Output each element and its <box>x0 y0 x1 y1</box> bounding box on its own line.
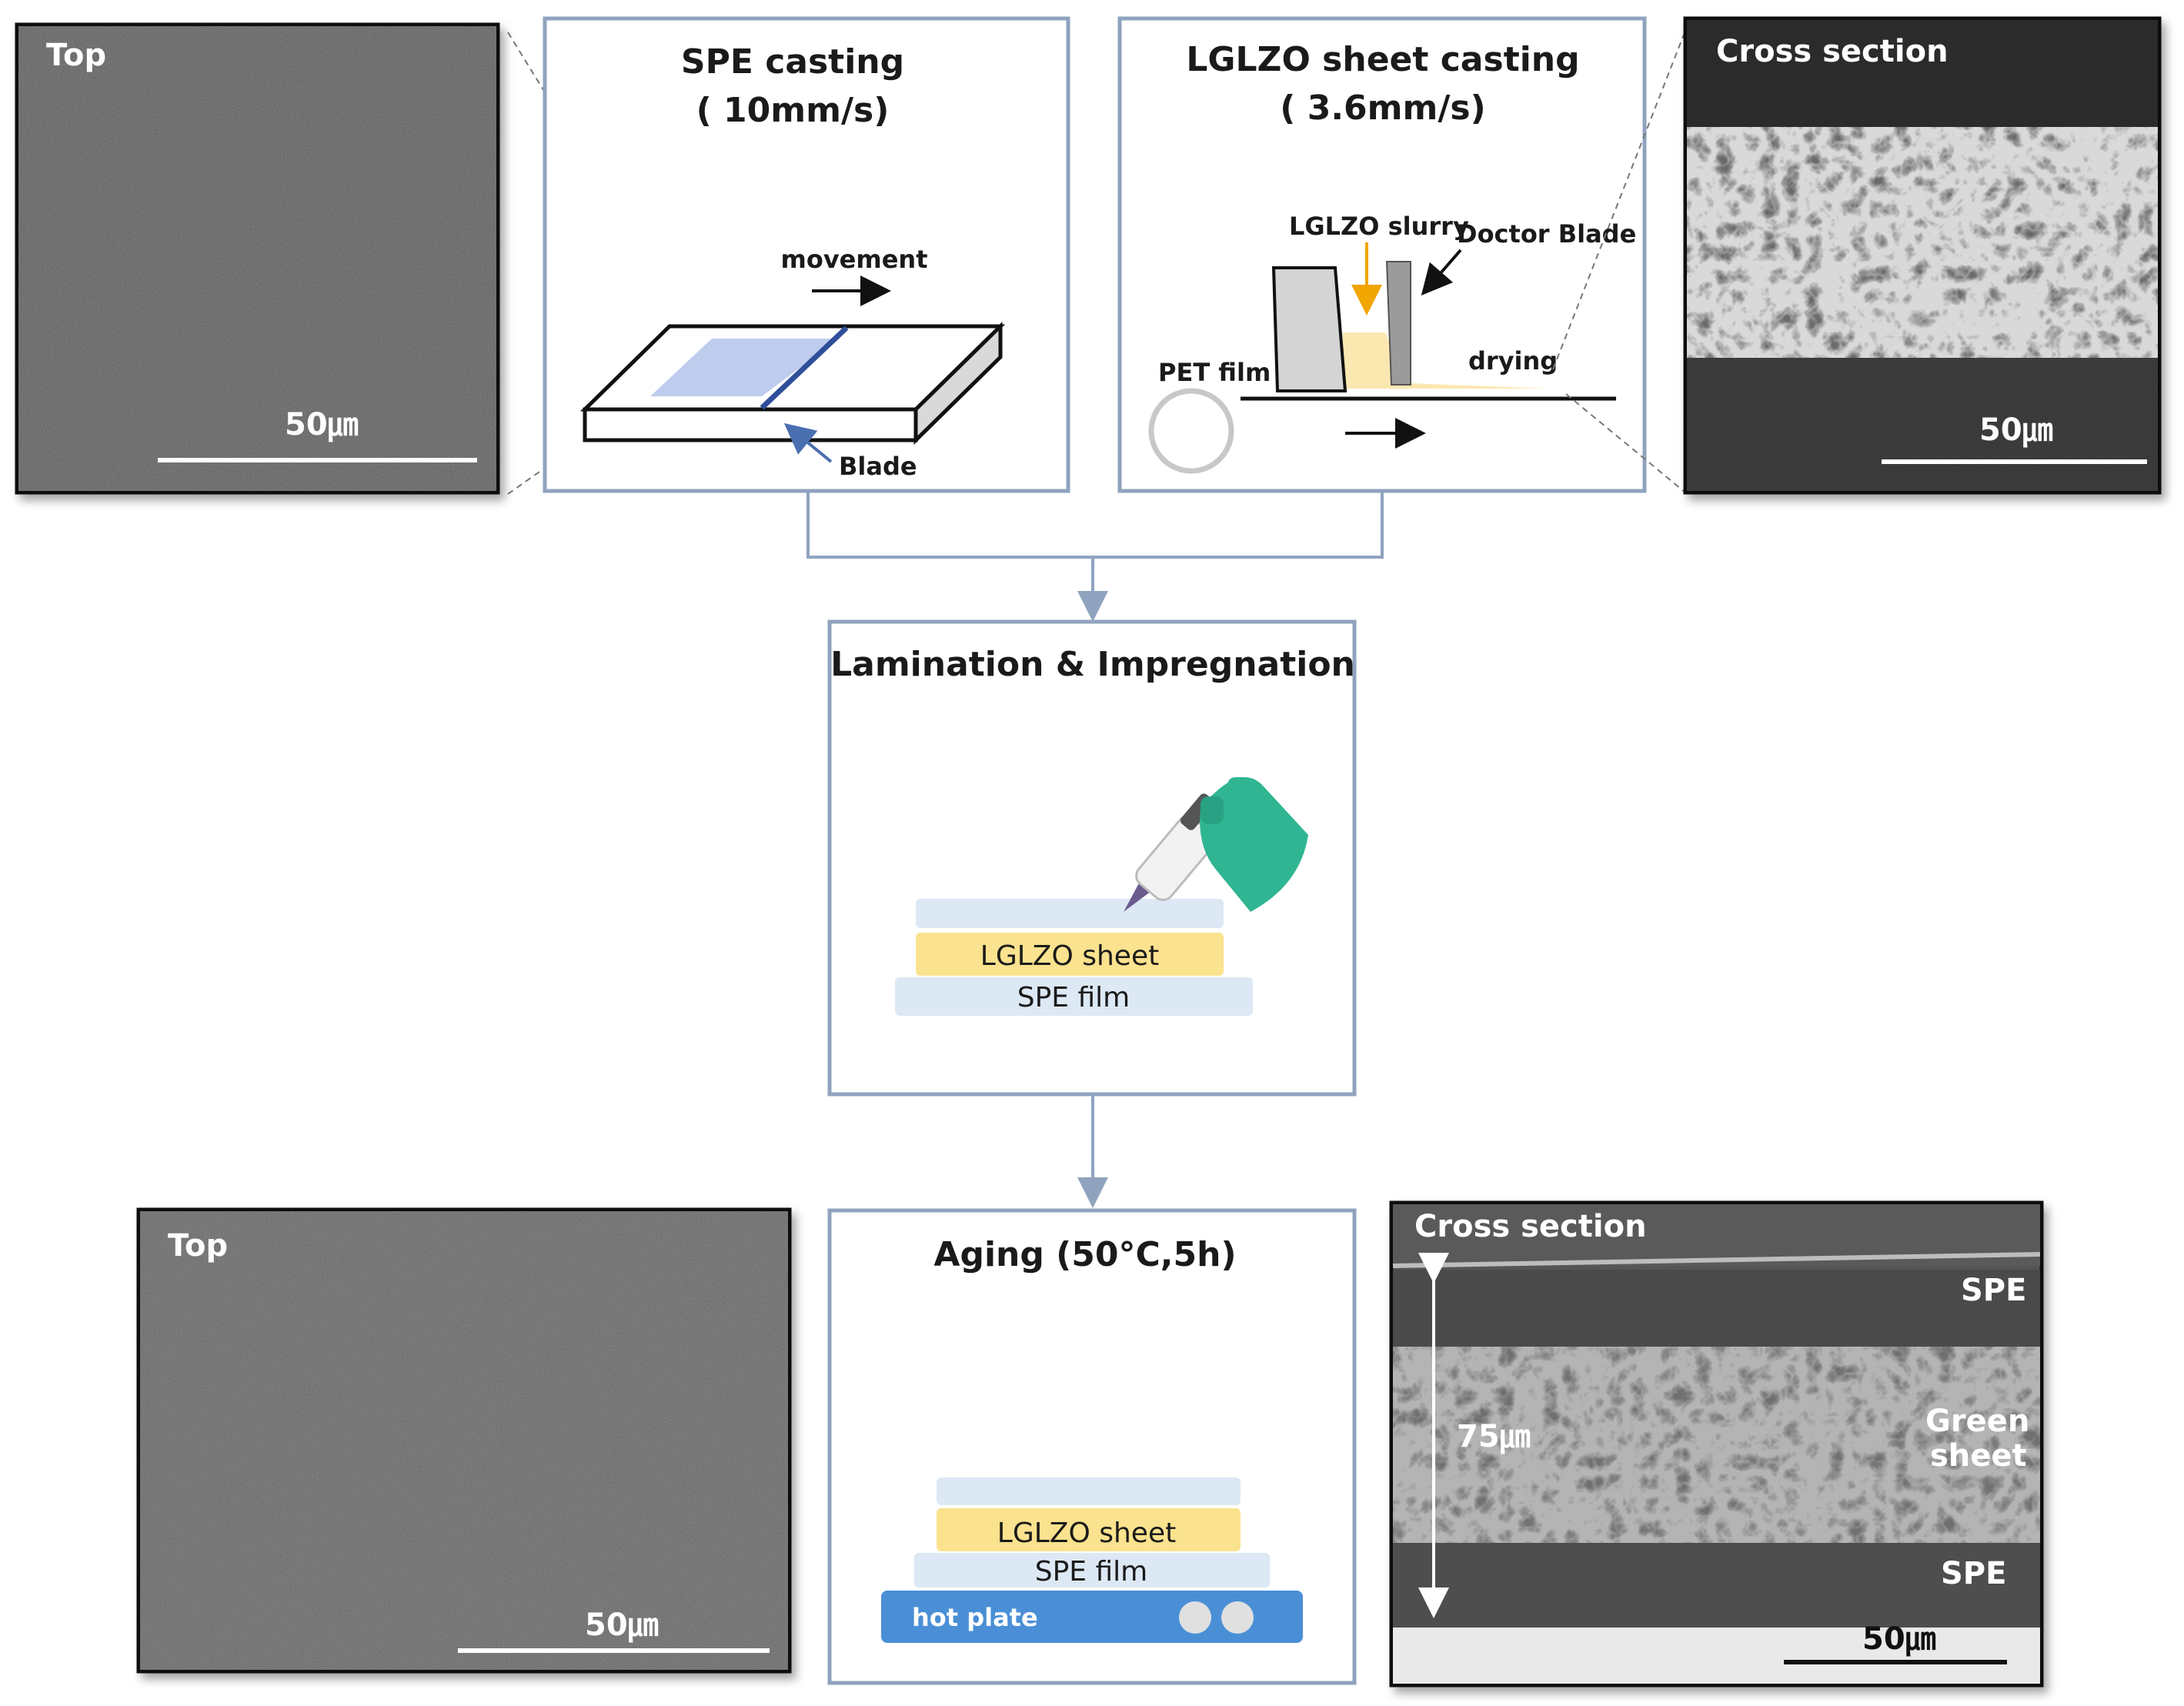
spe-film-layer <box>914 1553 1270 1587</box>
panel-title: Aging (50°C,5h) <box>933 1235 1236 1274</box>
panel-subtitle: ( 3.6mm/s) <box>1280 88 1485 128</box>
panel-subtitle: ( 10mm/s) <box>696 91 890 130</box>
substrate-side <box>913 322 1003 445</box>
layer-label: SPE film <box>1017 982 1130 1013</box>
spe-layer-top <box>1393 1270 2040 1347</box>
sem-label: Top <box>168 1228 228 1264</box>
sem-image-top-right: Cross section 50㎛ <box>1683 16 2162 495</box>
lglzo-sheet-layer <box>937 1508 1241 1551</box>
film-roll <box>1148 388 1234 474</box>
layer-label: SPE film <box>1035 1556 1148 1587</box>
scale-bar-label: 50㎛ <box>285 407 359 442</box>
slurry-label: LGLZO slurry <box>1289 212 1469 241</box>
top-spe-layer <box>916 899 1224 928</box>
hot-plate-label: hot plate <box>912 1603 1038 1632</box>
top-spe-layer <box>937 1477 1241 1505</box>
layer-tag-green: Green <box>1925 1404 2029 1439</box>
spe-layer-bottom <box>1393 1543 2040 1628</box>
sem-image-bottom-right: Cross section SPE Green sheet SPE 75㎛ 50… <box>1389 1200 2044 1688</box>
layer-tag-spe-top: SPE <box>1961 1273 2026 1308</box>
connector-top <box>806 492 1384 622</box>
blade-label: Blade <box>839 452 917 481</box>
substrate-front <box>583 407 918 442</box>
scale-bar-label: 50㎛ <box>1979 412 2053 448</box>
lamination-panel: Lamination & Impregnation LGLZO sheet SP… <box>827 619 1357 1097</box>
pet-film-label: PET film <box>1158 358 1271 387</box>
knob-icon <box>1221 1601 1254 1634</box>
sem-label: Cross section <box>1716 34 1949 69</box>
sem-image-bottom-left: Top 50㎛ <box>136 1207 792 1674</box>
zoom-guide-line <box>1552 30 1686 370</box>
glove-icon <box>1200 777 1308 912</box>
movement-label: movement <box>780 245 927 274</box>
doctor-blade <box>1385 261 1411 386</box>
panel-title: LGLZO sheet casting <box>1186 40 1579 79</box>
layer-tag-sheet: sheet <box>1930 1438 2027 1474</box>
layer-label: LGLZO sheet <box>997 1517 1176 1549</box>
spe-film-cast <box>650 339 839 396</box>
drying-label: drying <box>1468 346 1558 376</box>
sem-label: Cross section <box>1414 1209 1647 1244</box>
panel-title: Lamination & Impregnation <box>830 645 1355 684</box>
layer-tag-spe-bottom: SPE <box>1941 1556 2006 1591</box>
aging-panel: Aging (50°C,5h) LGLZO sheet SPE film hot… <box>827 1208 1357 1685</box>
sem-label: Top <box>46 38 106 73</box>
doctor-blade-pointer <box>1421 249 1462 296</box>
zoom-guide-line <box>1565 393 1686 493</box>
spe-film-layer <box>895 977 1253 1016</box>
spe-casting-panel: SPE casting ( 10mm/s) movement Blade <box>543 16 1070 493</box>
pipette-icon <box>1124 777 1308 912</box>
blade-pointer <box>783 422 833 463</box>
zoom-guide-line <box>507 32 697 339</box>
knob-icon <box>1179 1601 1211 1634</box>
scale-bar-label: 50㎛ <box>585 1608 659 1643</box>
slurry-reservoir <box>1271 266 1347 392</box>
lglzo-sheet-layer <box>916 933 1224 976</box>
panel-title: SPE casting <box>681 42 904 82</box>
sem-image-top-left: Top 50㎛ <box>15 22 500 495</box>
lglzo-casting-panel: LGLZO sheet casting ( 3.6mm/s) LGLZO slu… <box>1117 16 1647 493</box>
thickness-label: 75㎛ <box>1457 1419 1531 1454</box>
layer-label: LGLZO sheet <box>980 940 1159 972</box>
scale-bar-label: 50㎛ <box>1862 1621 1936 1657</box>
blade <box>760 326 849 410</box>
